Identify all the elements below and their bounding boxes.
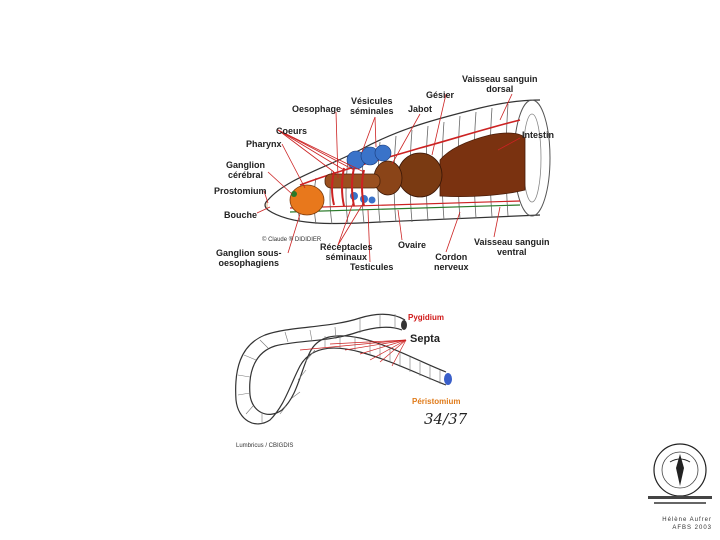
credit-block: Hélène Aufrer AFBS 2003 bbox=[626, 516, 712, 532]
emblem-seal bbox=[648, 443, 712, 504]
worm-body-outer bbox=[235, 313, 447, 425]
label-septa: Septa bbox=[410, 333, 440, 345]
peristomium-head bbox=[444, 373, 452, 385]
leader-lines bbox=[256, 93, 521, 263]
label-pharynx: Pharynx bbox=[246, 139, 282, 149]
gizzard bbox=[397, 152, 443, 198]
label-copyright: © Claude ® DIDIDIER bbox=[262, 237, 322, 243]
whole-worm-drawing bbox=[235, 313, 452, 425]
label-intestin: Intestin bbox=[522, 130, 555, 140]
label-testicules: Testicules bbox=[350, 262, 394, 272]
handwritten-number: 34/37 bbox=[424, 410, 468, 428]
worm-body-inner bbox=[249, 326, 447, 415]
label-source: Lumbricus / CBIGDIS bbox=[236, 443, 294, 449]
seminal-vesicle-3 bbox=[374, 144, 392, 162]
label-prostomium: Prostomium bbox=[214, 186, 267, 196]
worm-anatomy-drawing bbox=[256, 93, 551, 263]
dorsal-vessel bbox=[299, 119, 521, 186]
label-peristomium: Péristomium bbox=[412, 397, 461, 406]
label-pygidium: Pygidium bbox=[408, 313, 445, 322]
ventral-vessel bbox=[289, 200, 521, 209]
pygidium-tail bbox=[401, 320, 407, 330]
credit-author: Hélène Aufrer bbox=[662, 517, 712, 523]
cerebral-ganglion bbox=[291, 191, 297, 197]
body-outline-top bbox=[267, 99, 541, 201]
septa-leader-lines bbox=[299, 339, 407, 367]
nerve-cord bbox=[289, 204, 521, 213]
credit-org: AFBS 2003 bbox=[672, 525, 712, 531]
label-bouche: Bouche bbox=[224, 210, 258, 220]
label-jabot: Jabot bbox=[408, 104, 433, 114]
worm-segments bbox=[237, 314, 441, 424]
intestine bbox=[439, 132, 526, 198]
label-ovaire: Ovaire bbox=[398, 240, 427, 250]
pharynx bbox=[289, 184, 325, 216]
label-gesier: Gésier bbox=[426, 90, 455, 100]
label-coeurs: Coeurs bbox=[276, 126, 308, 136]
label-ganglion-sous: Ganglion sous-oesophagiens bbox=[216, 248, 282, 268]
label-oesophage: Oesophage bbox=[292, 104, 342, 114]
